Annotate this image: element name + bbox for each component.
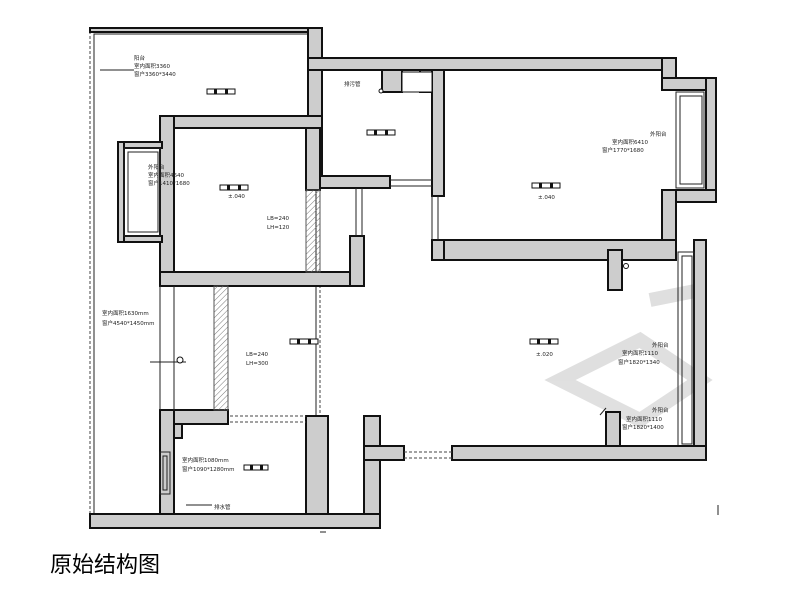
dimension-label: LB=240 bbox=[267, 216, 289, 222]
room-window: 窗户4540*1450mm bbox=[102, 319, 154, 327]
room-name: 排污管 bbox=[344, 80, 361, 88]
room-window: 窗户1090*1280mm bbox=[182, 465, 234, 473]
room-name: 外阳台 bbox=[148, 163, 165, 171]
dimension-label: LH=120 bbox=[267, 225, 290, 231]
diagram-caption: 原始结构图 bbox=[50, 553, 161, 578]
room-window: 窗户3360*3440 bbox=[134, 70, 176, 78]
wall-top-left bbox=[89, 27, 323, 33]
room-area: 室内面积6410 bbox=[612, 138, 648, 146]
room-name: 阳台 bbox=[134, 54, 146, 62]
room-area: 室内面积4640 bbox=[148, 171, 184, 179]
room-area: 室内面积1110 bbox=[622, 349, 658, 357]
level-marker-icon bbox=[206, 88, 561, 471]
room-area: 室内面积1630mm bbox=[102, 309, 149, 317]
room-window: 窗户1820*1400 bbox=[622, 423, 664, 431]
wall-top bbox=[307, 57, 677, 71]
room-area: 室内面积1110 bbox=[626, 415, 662, 423]
dimension-label: LB=240 bbox=[246, 352, 268, 358]
room-area: 室内面积1080mm bbox=[182, 456, 229, 464]
partition-hatch-2 bbox=[213, 285, 229, 411]
pipe-icon bbox=[378, 88, 384, 94]
room-area: 室内面积3360 bbox=[134, 62, 170, 70]
floor-plan: 阳台 室内面积3360 窗户3360*3440 外阳台 室内面积4640 窗户1… bbox=[89, 27, 719, 533]
dimension-label: LH=300 bbox=[246, 361, 269, 367]
partition-hatch-1 bbox=[305, 189, 321, 273]
pipe-icon bbox=[176, 356, 184, 364]
level-text: ±.040 bbox=[538, 195, 555, 201]
room-name: 外阳台 bbox=[652, 341, 669, 349]
level-text: ±.020 bbox=[536, 352, 553, 358]
pipe-icon bbox=[623, 263, 629, 269]
bath-fixture bbox=[401, 71, 433, 93]
room-window: 窗户1820*1340 bbox=[618, 358, 660, 366]
level-text: ±.040 bbox=[228, 194, 245, 200]
room-name: 排水管 bbox=[214, 503, 231, 511]
room-window: 窗户1770*1680 bbox=[602, 146, 644, 154]
room-name: 外阳台 bbox=[652, 406, 669, 414]
room-window: 窗户1410*1680 bbox=[148, 179, 190, 187]
room-name: 外阳台 bbox=[650, 130, 667, 138]
